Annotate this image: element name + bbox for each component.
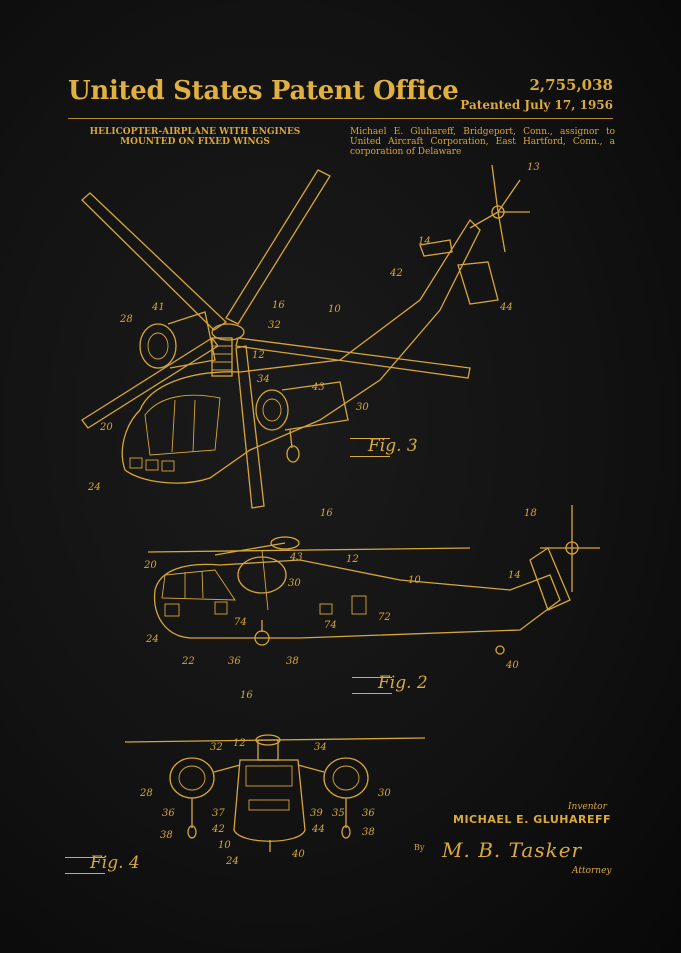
fig4-ref: 39 <box>310 808 323 819</box>
fig2-underline <box>352 677 392 678</box>
fig3-ref: 32 <box>268 320 281 331</box>
fig2-ref: 20 <box>143 560 157 571</box>
fig4-ref: 30 <box>378 788 391 799</box>
fig4-ref: 24 <box>225 856 239 867</box>
attorney-caption: Attorney <box>572 866 612 876</box>
invention-title-line1: HELICOPTER-AIRPLANE WITH ENGINES <box>89 127 301 137</box>
fig3-ref: 12 <box>252 350 265 361</box>
fig2-label: Fig. 2 <box>378 673 428 693</box>
fig2-ref: 10 <box>408 575 421 586</box>
fig3-drawing: 13 14 42 44 10 16 32 41 28 12 34 43 30 2… <box>81 162 540 509</box>
fig4-ref: 38 <box>362 827 375 838</box>
fig4-ref: 35 <box>332 808 345 819</box>
fig3-underline <box>350 438 390 439</box>
fig4-ref: 34 <box>314 742 327 753</box>
patented-date: Patented July 17, 1956 <box>460 98 613 112</box>
fig2-ref: 74 <box>234 617 247 628</box>
fig4-ref: 36 <box>162 808 175 819</box>
attorney-signature: M. B. Tasker <box>442 838 583 862</box>
fig3-label: Fig. 3 <box>368 436 418 456</box>
fig2-drawing: 16 18 43 12 20 30 10 14 74 74 72 24 22 3… <box>143 505 600 671</box>
fig3-ref: 13 <box>527 162 540 173</box>
fig3-ref: 20 <box>99 422 113 433</box>
fig4-ref: 12 <box>233 738 246 749</box>
fig4-ref: 37 <box>212 808 225 819</box>
inventor-name: MICHAEL E. GLUHAREFF <box>453 813 612 826</box>
fig2-ref: 72 <box>378 612 391 623</box>
fig3-underline <box>350 456 390 457</box>
fig4-ref: 44 <box>311 824 325 835</box>
patent-number: 2,755,038 <box>529 76 613 94</box>
fig2-ref: 16 <box>320 508 333 519</box>
header-rule <box>68 118 613 119</box>
assignee-text: Michael E. Gluhareff, Bridgeport, Conn.,… <box>350 127 615 157</box>
fig2-ref: 22 <box>181 656 195 667</box>
fig3-ref: 14 <box>418 236 431 247</box>
fig3-ref: 43 <box>311 382 325 393</box>
inventor-caption: Inventor <box>568 802 607 812</box>
by-label: By <box>414 843 425 852</box>
fig3-ref: 10 <box>328 304 341 315</box>
fig4-ref: 40 <box>291 849 305 860</box>
fig2-underline <box>352 693 392 694</box>
fig2-ref: 18 <box>524 508 537 519</box>
invention-title: HELICOPTER-AIRPLANE WITH ENGINES MOUNTED… <box>70 127 320 147</box>
fig4-ref: 42 <box>211 824 225 835</box>
fig4-label: Fig. 4 <box>90 853 140 873</box>
invention-title-line2: MOUNTED ON FIXED WINGS <box>120 137 270 147</box>
fig3-ref: 24 <box>87 482 101 493</box>
fig3-ref: 16 <box>272 300 285 311</box>
fig2-ref: 74 <box>324 620 337 631</box>
fig4-ref: 16 <box>240 690 253 701</box>
fig2-ref: 40 <box>505 660 519 671</box>
office-title: United States Patent Office <box>68 76 459 106</box>
fig2-ref: 14 <box>508 570 521 581</box>
fig3-ref: 41 <box>151 302 165 313</box>
fig3-ref: 42 <box>389 268 403 279</box>
fig2-ref: 30 <box>288 578 301 589</box>
fig4-ref: 10 <box>218 840 231 851</box>
fig3-ref: 30 <box>356 402 369 413</box>
fig3-ref: 34 <box>257 374 270 385</box>
fig2-ref: 38 <box>286 656 299 667</box>
fig4-ref: 28 <box>139 788 153 799</box>
fig2-ref: 36 <box>228 656 241 667</box>
fig4-underline <box>65 873 105 874</box>
fig4-ref: 32 <box>210 742 223 753</box>
fig2-ref: 24 <box>145 634 159 645</box>
fig4-drawing: 16 12 32 34 28 30 36 37 42 39 35 36 38 4… <box>124 690 426 867</box>
fig3-ref: 28 <box>119 314 133 325</box>
fig4-ref: 36 <box>362 808 375 819</box>
fig3-ref: 44 <box>499 302 513 313</box>
fig4-ref: 38 <box>160 830 173 841</box>
fig2-ref: 12 <box>346 554 359 565</box>
fig4-underline <box>65 857 105 858</box>
fig2-ref: 43 <box>289 552 303 563</box>
